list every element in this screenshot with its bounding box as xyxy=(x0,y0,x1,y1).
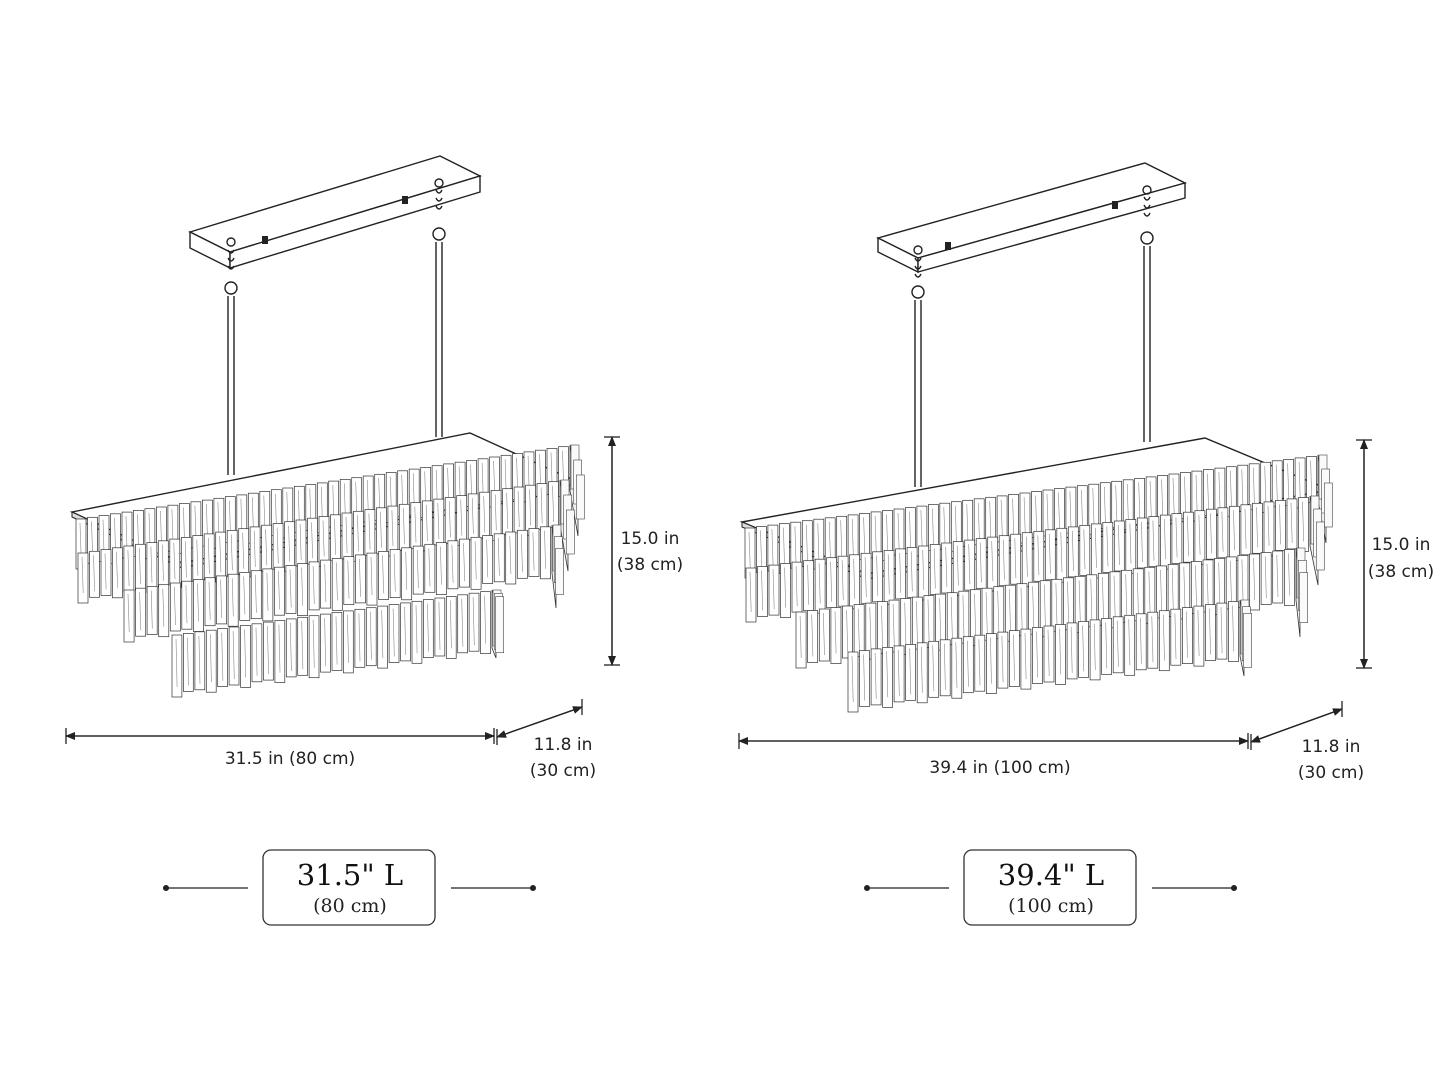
mounting-screw-icon xyxy=(262,196,408,244)
crystal-tier xyxy=(847,599,1252,713)
depth-cm-label: (30 cm) xyxy=(530,761,596,781)
depth-inches-label: 11.8 in xyxy=(1302,737,1361,757)
chandelier-body-right xyxy=(739,437,1333,713)
length-label: 39.4 in (100 cm) xyxy=(929,758,1070,778)
badge-length-title: 39.4" L xyxy=(998,858,1104,892)
length-label: 31.5 in (80 cm) xyxy=(225,749,355,769)
mounting-screw-icon xyxy=(945,201,1118,250)
depth-cm-label: (30 cm) xyxy=(1298,763,1364,783)
crystal-tier xyxy=(75,444,585,570)
crystal-tier xyxy=(77,479,575,604)
suspension-rod-right-b xyxy=(1140,185,1154,442)
badge-length-subtitle: (80 cm) xyxy=(313,895,387,917)
height-dimension-left xyxy=(604,436,620,666)
suspension-rod-left-a xyxy=(224,237,238,475)
badge-length-subtitle: (100 cm) xyxy=(1008,895,1094,917)
chandelier-body-left xyxy=(69,432,585,698)
depth-dimension-right xyxy=(1250,701,1343,750)
crystal-tier xyxy=(171,589,504,698)
depth-inches-label: 11.8 in xyxy=(534,735,593,755)
ceiling-canopy-left xyxy=(188,155,482,270)
length-dimension-left xyxy=(65,728,495,744)
height-inches-label: 15.0 in xyxy=(621,529,680,549)
depth-dimension-left xyxy=(496,699,583,745)
crystal-tier xyxy=(795,547,1308,669)
height-dimension-right xyxy=(1356,439,1372,669)
fixture-right xyxy=(739,162,1333,713)
suspension-rod-left-b xyxy=(432,178,446,437)
suspension-rod-right-a xyxy=(911,245,925,487)
crystal-tier xyxy=(744,454,1333,579)
ceiling-canopy-right xyxy=(876,162,1187,274)
height-cm-label: (38 cm) xyxy=(1368,562,1434,582)
size-badge-left: 31.5" L (80 cm) xyxy=(163,849,536,926)
crystal-tier xyxy=(745,495,1325,623)
crystal-tier xyxy=(123,524,564,643)
badge-length-title: 31.5" L xyxy=(297,858,403,892)
size-badge-right: 39.4" L (100 cm) xyxy=(864,849,1237,926)
height-cm-label: (38 cm) xyxy=(617,555,683,575)
fixture-left xyxy=(69,155,585,698)
height-inches-label: 15.0 in xyxy=(1372,535,1431,555)
length-dimension-right xyxy=(738,733,1249,749)
